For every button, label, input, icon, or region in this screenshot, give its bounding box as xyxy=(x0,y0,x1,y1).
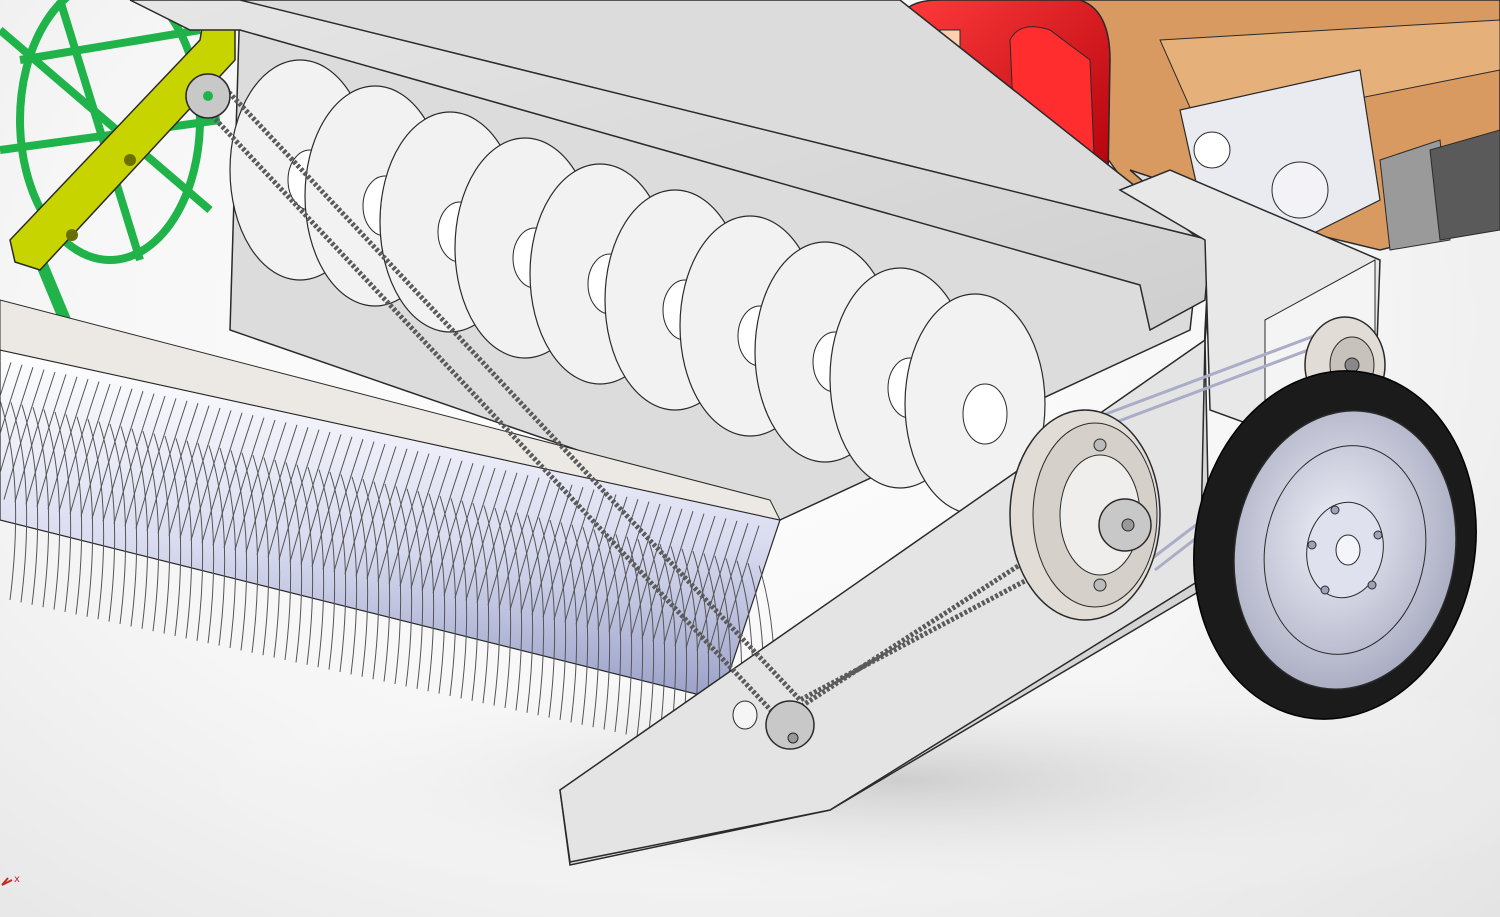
tine xyxy=(597,499,655,740)
tine xyxy=(256,424,314,665)
tine xyxy=(113,393,171,634)
tine xyxy=(0,360,17,601)
tine xyxy=(102,391,160,632)
tine xyxy=(36,376,94,617)
tine xyxy=(168,405,226,646)
tine xyxy=(300,434,358,675)
tine xyxy=(355,446,413,687)
axis-triad-indicator: x xyxy=(2,870,42,900)
tine xyxy=(212,415,270,656)
tine xyxy=(14,371,72,613)
tine xyxy=(124,395,182,637)
tine xyxy=(498,477,556,718)
tine xyxy=(531,484,589,725)
tine xyxy=(157,403,215,644)
tine xyxy=(322,439,380,680)
tine xyxy=(0,367,50,608)
tine xyxy=(69,383,127,625)
tine xyxy=(421,460,479,701)
tine xyxy=(201,412,259,653)
axis-triad xyxy=(1,877,13,886)
tine xyxy=(234,419,292,661)
tine xyxy=(388,453,446,694)
reel-arm xyxy=(9,9,236,271)
tine xyxy=(80,386,138,627)
tine xyxy=(25,374,83,615)
tine xyxy=(443,465,501,706)
support-wheel xyxy=(1193,370,1477,720)
tine xyxy=(476,472,534,713)
tine xyxy=(311,436,369,677)
tine xyxy=(432,463,490,704)
tine xyxy=(289,431,347,673)
tine xyxy=(245,422,303,663)
tine xyxy=(520,482,578,723)
tine xyxy=(190,410,248,651)
tine xyxy=(399,455,457,697)
axis-x-label: x xyxy=(14,874,20,885)
tine xyxy=(542,487,600,728)
tine xyxy=(410,458,468,699)
sprockets xyxy=(185,73,1152,750)
tine xyxy=(267,427,325,668)
tine xyxy=(333,441,391,682)
tine xyxy=(3,369,61,610)
tine xyxy=(487,475,545,716)
large-pulley xyxy=(1009,409,1161,621)
tine xyxy=(0,362,28,603)
tine xyxy=(564,491,622,733)
tine xyxy=(58,381,116,622)
auger-hub xyxy=(962,383,1008,445)
tine xyxy=(0,364,39,605)
tine xyxy=(454,467,512,709)
tine xyxy=(47,379,105,620)
tine xyxy=(465,470,523,711)
tine xyxy=(135,398,193,639)
tine xyxy=(278,429,336,670)
tine xyxy=(344,443,402,685)
tine xyxy=(608,501,666,742)
tine xyxy=(553,489,611,730)
tine xyxy=(586,496,644,737)
tine xyxy=(509,479,567,721)
tine xyxy=(223,417,281,658)
upper-beam xyxy=(129,0,1211,332)
tine xyxy=(179,407,237,649)
tine xyxy=(91,388,149,629)
tine xyxy=(366,448,424,689)
tine xyxy=(146,400,204,641)
tine xyxy=(377,451,435,692)
pickup-tines xyxy=(0,360,776,766)
